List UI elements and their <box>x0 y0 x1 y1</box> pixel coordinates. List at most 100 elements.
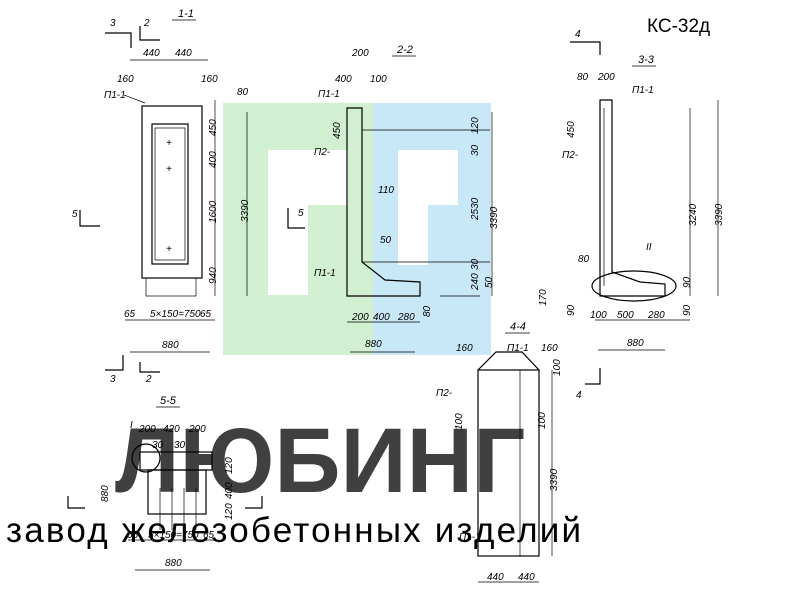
svg-text:2530: 2530 <box>470 197 481 221</box>
svg-text:65: 65 <box>203 530 215 541</box>
leader-p2-3: П2- <box>562 150 579 161</box>
watermark-brand: ЛЮБИНГ <box>115 410 525 512</box>
svg-text:400: 400 <box>208 151 219 168</box>
svg-text:500: 500 <box>617 310 634 321</box>
svg-text:3: 3 <box>110 374 116 385</box>
cut-mark-4-bottom: 4 <box>576 390 582 401</box>
view-5-5-title: 5-5 <box>160 395 177 407</box>
svg-text:80: 80 <box>578 254 590 265</box>
svg-text:110: 110 <box>378 185 394 196</box>
svg-text:50: 50 <box>484 276 495 288</box>
leader-p2-4: П2- <box>436 388 453 399</box>
svg-text:120: 120 <box>224 457 235 474</box>
svg-text:450: 450 <box>566 121 577 138</box>
svg-text:5×150=750: 5×150=750 <box>150 309 201 320</box>
detail-ii: II <box>646 242 652 253</box>
svg-text:440: 440 <box>518 572 535 583</box>
svg-text:440: 440 <box>175 48 192 59</box>
cut-mark-2-top: 2 <box>143 18 150 29</box>
svg-text:100: 100 <box>590 310 607 321</box>
svg-text:100: 100 <box>537 412 548 429</box>
svg-text:450: 450 <box>332 122 343 139</box>
svg-text:65: 65 <box>200 309 212 320</box>
svg-text:200: 200 <box>188 424 206 435</box>
side-mark-5: 5 <box>72 209 78 220</box>
leader-p1-1-bottom: П1-1 <box>314 268 336 279</box>
svg-text:400: 400 <box>224 482 235 499</box>
watermark-logo <box>223 103 491 355</box>
svg-text:30: 30 <box>174 440 186 451</box>
view-1-1: 1-1 3 2 440 440 160 160 П1-1 + + + 80 45… <box>72 8 251 385</box>
panel-side <box>477 369 540 557</box>
svg-text:400: 400 <box>373 312 390 323</box>
width-1-1: 880 <box>162 340 179 351</box>
svg-text:+: + <box>166 244 172 255</box>
svg-text:100: 100 <box>370 74 387 85</box>
view-4-4: 4-4 160 П1-1 160 100 П2- П1-1 100 100 33… <box>436 321 601 583</box>
svg-text:2: 2 <box>145 374 152 385</box>
svg-text:200: 200 <box>597 72 615 83</box>
svg-text:120: 120 <box>470 117 481 134</box>
svg-text:90: 90 <box>566 304 577 316</box>
svg-text:280: 280 <box>647 310 665 321</box>
svg-text:440: 440 <box>487 572 504 583</box>
svg-text:+: + <box>166 138 172 149</box>
svg-text:65: 65 <box>124 309 136 320</box>
svg-text:100: 100 <box>552 359 563 376</box>
view-5-5: 5-5 I 200 420 200 30 30 880 120 400 120 … <box>67 395 263 571</box>
svg-text:440: 440 <box>143 48 160 59</box>
svg-text:80: 80 <box>577 72 589 83</box>
svg-text:280: 280 <box>397 312 415 323</box>
svg-text:200: 200 <box>138 424 156 435</box>
svg-text:50: 50 <box>380 235 392 246</box>
view-3-3: 4 3-3 80 200 П1-1 П2- II 450 80 170 90 3… <box>538 29 725 351</box>
detail-ii-callout <box>591 270 677 302</box>
detail-i: I <box>130 420 133 431</box>
watermark-tagline: завод железобетонных изделий <box>6 511 583 550</box>
height-3-3: 3390 <box>714 203 725 226</box>
opening <box>151 123 189 265</box>
svg-text:100: 100 <box>454 413 465 430</box>
svg-text:65: 65 <box>127 530 139 541</box>
svg-text:160: 160 <box>541 343 558 354</box>
svg-text:200: 200 <box>351 312 369 323</box>
svg-text:80: 80 <box>237 87 249 98</box>
width-2-2: 880 <box>365 339 382 350</box>
view-4-4-title: 4-4 <box>510 321 526 333</box>
side-mark-5-b: 5 <box>298 208 304 219</box>
leader-p1-1-4b: П1-1 <box>459 532 481 543</box>
svg-text:5×150=750: 5×150=750 <box>148 530 199 541</box>
svg-text:30: 30 <box>470 144 481 156</box>
width-5-5: 880 <box>165 558 182 569</box>
wall-section <box>346 107 421 297</box>
svg-text:120: 120 <box>224 503 235 520</box>
svg-text:200: 200 <box>351 48 369 59</box>
leader-p1-1-top: П1-1 <box>318 89 340 100</box>
svg-text:90: 90 <box>682 276 693 288</box>
svg-text:160: 160 <box>456 343 473 354</box>
svg-text:3240: 3240 <box>688 203 699 226</box>
leader-p1-1: П1-1 <box>104 90 126 101</box>
svg-text:80: 80 <box>422 305 433 317</box>
svg-text:90: 90 <box>682 304 693 316</box>
svg-text:1600: 1600 <box>208 200 219 223</box>
cut-mark-4-top: 4 <box>575 29 581 40</box>
svg-text:400: 400 <box>335 74 352 85</box>
svg-text:420: 420 <box>163 424 180 435</box>
height-1-1: 3390 <box>240 199 251 222</box>
svg-text:30: 30 <box>470 258 481 270</box>
leader-p2: П2- <box>314 147 331 158</box>
height-2-2: 3390 <box>489 206 500 229</box>
svg-text:160: 160 <box>201 74 218 85</box>
svg-text:30: 30 <box>152 440 164 451</box>
panel-front <box>141 105 203 279</box>
view-2-2: 2-2 200 400 100 П1-1 П2- П1-1 450 120 30… <box>287 44 500 353</box>
cut-mark-3-top: 3 <box>110 18 116 29</box>
svg-text:240: 240 <box>470 273 481 291</box>
view-3-3-title: 3-3 <box>638 54 655 66</box>
product-code: КС-32д <box>647 16 710 37</box>
svg-text:+: + <box>166 164 172 175</box>
wall-section-3 <box>599 99 666 297</box>
view-2-2-title: 2-2 <box>396 44 413 56</box>
leader-p1-1-3: П1-1 <box>632 85 654 96</box>
